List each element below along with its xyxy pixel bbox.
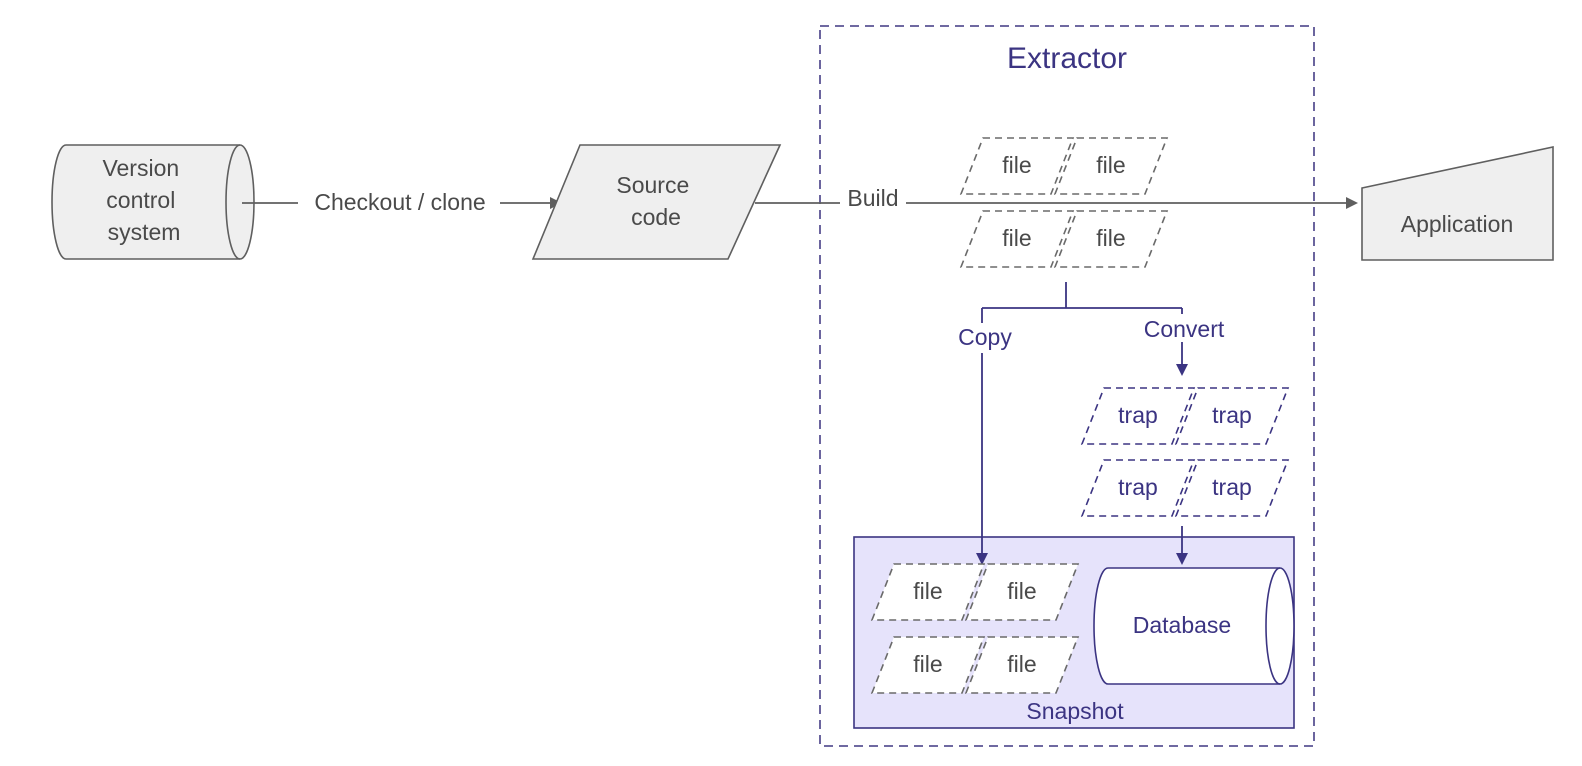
source-label-line-1: Source [616, 172, 689, 198]
svg-text:Version control sy: Version control system [102, 155, 185, 245]
snapshot-file-4: file [964, 636, 1080, 694]
database-label: Database [1133, 612, 1231, 638]
build-file-3: file [959, 210, 1075, 268]
svg-text:file: file [1002, 152, 1031, 178]
copy-label: Copy [958, 324, 1012, 350]
extractor-boundary [819, 25, 1315, 747]
source-code-node: Source code [531, 144, 782, 260]
svg-text:file: file [1002, 225, 1031, 251]
vcs-label-line-1: Version [102, 155, 179, 181]
application-label: Application [1401, 211, 1514, 237]
snapshot-file-2: file [964, 563, 1080, 621]
build-file-1: file [959, 137, 1075, 195]
checkout-label: Checkout / clone [314, 189, 485, 215]
snapshot-label: Snapshot [1026, 698, 1124, 724]
build-file-2: file [1053, 137, 1169, 195]
svg-text:file: file [913, 651, 942, 677]
version-control-system-node: Version control system [51, 144, 255, 260]
source-label-line-2: code [631, 204, 681, 230]
svg-text:file: file [1007, 651, 1036, 677]
svg-text:file: file [1096, 152, 1125, 178]
application-node: Application [1361, 146, 1554, 261]
vcs-label-line-3: system [108, 219, 181, 245]
svg-text:trap: trap [1118, 474, 1158, 500]
extractor-title: Extractor [1007, 42, 1127, 75]
trap-file-1: trap [1080, 387, 1196, 445]
svg-text:trap: trap [1212, 474, 1252, 500]
trap-file-4: trap [1174, 459, 1290, 517]
svg-text:trap: trap [1212, 402, 1252, 428]
vcs-label-line-2: control [106, 187, 175, 213]
build-label: Build [847, 185, 898, 211]
svg-text:Source code: Source code [616, 172, 695, 230]
database-node: Database [1093, 567, 1295, 685]
build-file-4: file [1053, 210, 1169, 268]
svg-text:file: file [1096, 225, 1125, 251]
svg-text:file: file [1007, 578, 1036, 604]
svg-text:file: file [913, 578, 942, 604]
svg-text:trap: trap [1118, 402, 1158, 428]
snapshot-file-3: file [870, 636, 986, 694]
split-connector [982, 282, 1182, 309]
trap-file-2: trap [1174, 387, 1290, 445]
convert-label: Convert [1144, 316, 1225, 342]
trap-file-3: trap [1080, 459, 1196, 517]
snapshot-file-1: file [870, 563, 986, 621]
